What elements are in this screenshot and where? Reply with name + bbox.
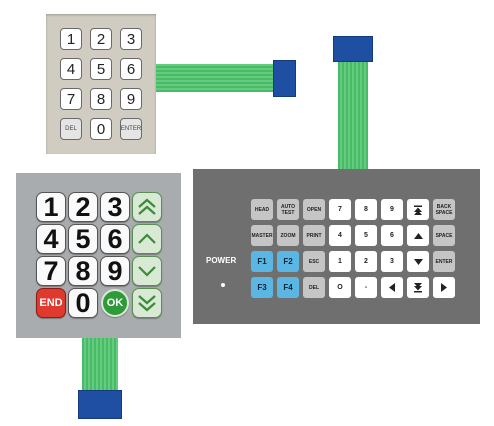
key-1[interactable]: 1 [60,28,82,50]
key-7[interactable]: 7 [36,256,66,286]
triangle-right-icon[interactable] [433,277,455,298]
key-head[interactable]: HEAD [251,199,273,220]
key-9[interactable]: 9 [120,88,142,110]
key-5[interactable]: 5 [68,224,98,254]
key-6[interactable]: 6 [120,58,142,80]
key-end[interactable]: END [36,288,66,318]
key-del[interactable]: DEL [303,277,325,298]
triangle-down-icon[interactable] [407,251,429,272]
key-6[interactable]: 6 [381,225,403,246]
key-f4[interactable]: F4 [277,277,299,298]
key-9[interactable]: 9 [100,256,130,286]
triangle-left-icon[interactable] [381,277,403,298]
key-4[interactable]: 4 [60,58,82,80]
key-1[interactable]: 1 [329,251,351,272]
key-4[interactable]: 4 [36,224,66,254]
key-4[interactable]: 4 [329,225,351,246]
key-open[interactable]: OPEN [303,199,325,220]
power-led [221,283,225,287]
key-del[interactable]: DEL [60,118,82,140]
triangle-up-icon[interactable] [407,225,429,246]
cable-connector-right [333,36,373,62]
large-keypad: 1 2 3 4 5 6 7 8 9 END 0 OK [16,173,181,338]
key-9[interactable]: 9 [381,199,403,220]
cable-connector-bottom [78,390,122,419]
double-chevron-down-icon[interactable] [132,288,162,318]
power-label: POWER [206,256,237,265]
double-chevron-up-icon[interactable] [132,192,162,222]
key-8[interactable]: 8 [68,256,98,286]
key-enter[interactable]: ENTER [433,251,455,272]
key-5[interactable]: 5 [355,225,377,246]
key-2[interactable]: 2 [90,28,112,50]
key-master[interactable]: MASTER [251,225,273,246]
control-panel-keypad: POWER HEAD AUTO TEST OPEN 7 8 9 BACK SPA… [193,169,480,324]
key-2[interactable]: 2 [68,192,98,222]
key-0[interactable]: 0 [68,288,98,318]
key-enter[interactable]: ENTER [120,118,142,140]
key-back-space[interactable]: BACK SPACE [433,199,455,220]
key-f3[interactable]: F3 [251,277,273,298]
key-5[interactable]: 5 [90,58,112,80]
key-1[interactable]: 1 [36,192,66,222]
ribbon-cable-bottom [82,337,118,393]
key-3[interactable]: 3 [381,251,403,272]
key-esc[interactable]: ESC [303,251,325,272]
chevron-down-icon[interactable] [132,256,162,286]
key-space[interactable]: SPACE [433,225,455,246]
down-arrow-bar-icon[interactable] [407,277,429,298]
key-f1[interactable]: F1 [251,251,273,272]
key-3[interactable]: 3 [120,28,142,50]
key-8[interactable]: 8 [355,199,377,220]
up-arrow-bar-icon[interactable] [407,199,429,220]
key-2[interactable]: 2 [355,251,377,272]
chevron-up-icon[interactable] [132,224,162,254]
cable-connector-top [273,60,296,97]
key-6[interactable]: 6 [100,224,130,254]
key-f2[interactable]: F2 [277,251,299,272]
key-auto-test[interactable]: AUTO TEST [277,199,299,220]
key-dash[interactable]: - [355,277,377,298]
key-ok[interactable]: OK [101,289,129,317]
key-zoom[interactable]: ZOOM [277,225,299,246]
key-8[interactable]: 8 [90,88,112,110]
key-0[interactable]: 0 [90,118,112,140]
key-print[interactable]: PRINT [303,225,325,246]
key-3[interactable]: 3 [100,192,130,222]
key-7[interactable]: 7 [60,88,82,110]
numeric-keypad: 1 2 3 4 5 6 7 8 9 DEL 0 ENTER [46,14,156,154]
key-o[interactable]: O [329,277,351,298]
ribbon-cable-top [156,64,274,92]
key-7[interactable]: 7 [329,199,351,220]
ribbon-cable-right [338,60,368,170]
